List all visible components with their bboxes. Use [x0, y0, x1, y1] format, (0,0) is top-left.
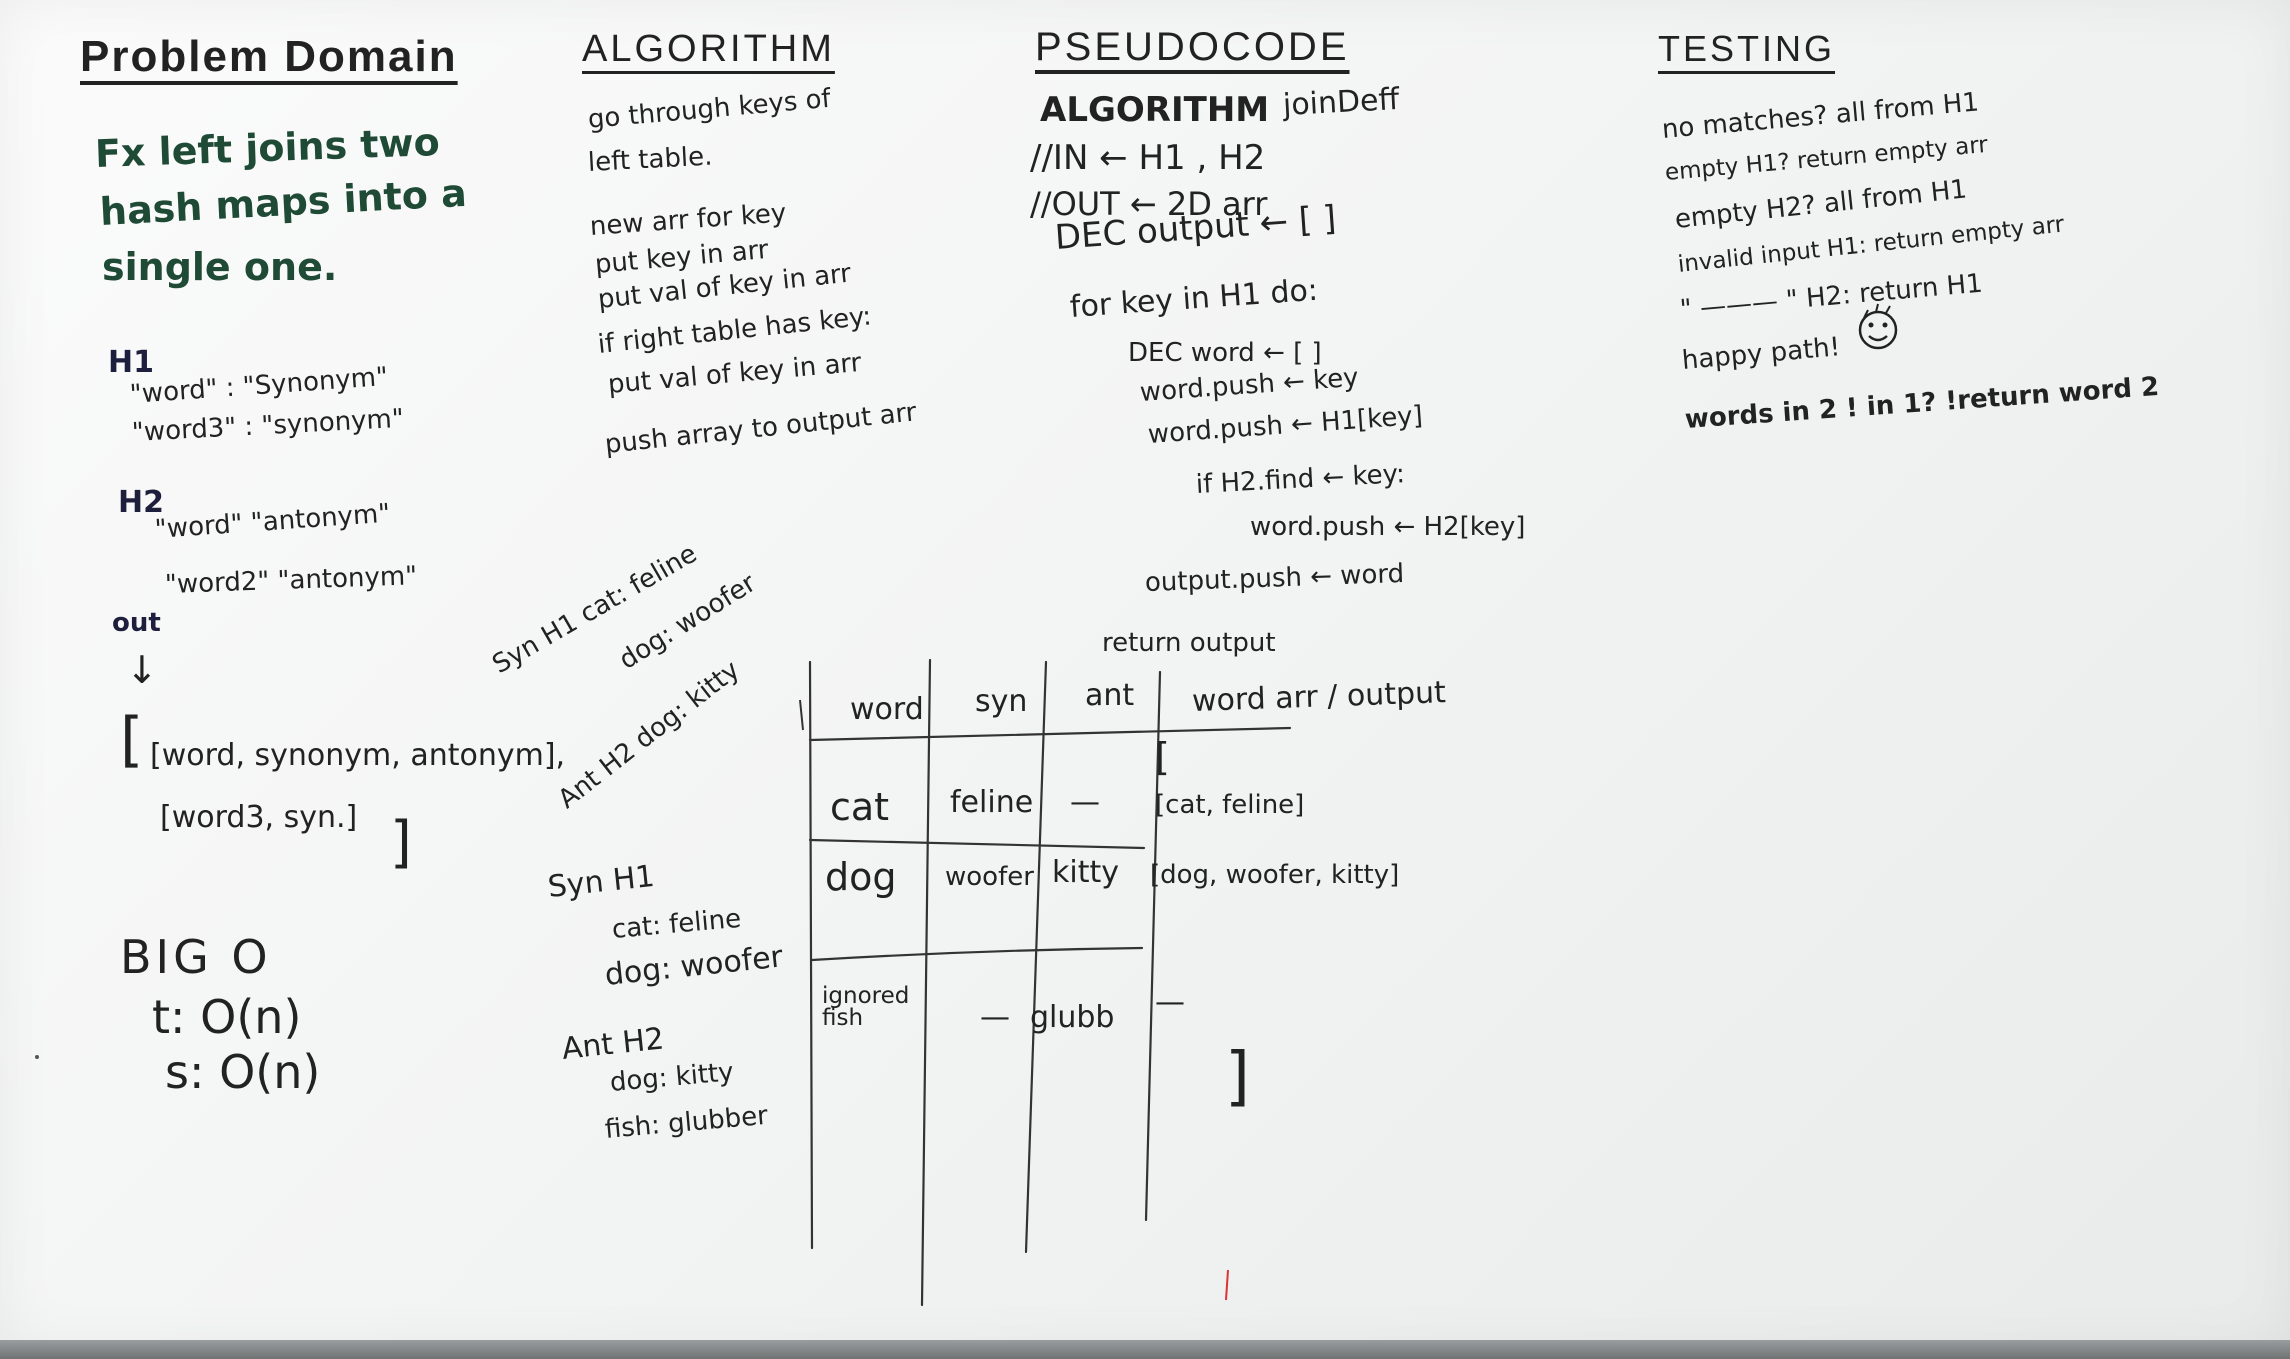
testing-header: TESTING [1658, 28, 1836, 69]
marker-tray [0, 1340, 2290, 1359]
pseudocode-line-out: //OUT ← 2D arr [1030, 185, 1268, 223]
h1-entry-1: "word" : "Synonym" [128, 362, 389, 410]
pseudocode-line-push-h1: word.push ← H1[key] [1146, 400, 1424, 450]
marker-dot [35, 1055, 39, 1059]
example-syn-h1-label: Syn H1 [546, 858, 657, 905]
example-ant-h2-fish: fish: glubber [603, 1100, 770, 1145]
table-open-bracket: [ [1155, 735, 1170, 779]
pseudocode-line-return: return output [1102, 628, 1276, 658]
algorithm-header: ALGORITHM [582, 28, 835, 70]
h2-entry-2: "word2" "antonym" [164, 561, 418, 600]
example-ant-h2-top: Ant H2 dog: kitty [552, 655, 746, 815]
table-header-word: word [850, 692, 924, 727]
algorithm-step-2: left table. [587, 141, 714, 178]
example-ant-h2-label: Ant H2 [560, 1021, 666, 1067]
h1-label: H1 [108, 345, 154, 380]
problem-description-line-2: hash maps into a [98, 170, 468, 234]
pseudocode-header: PSEUDOCODE [1035, 25, 1350, 69]
table-row-3-ant: glubb [1030, 1000, 1115, 1035]
table-header-syn: syn [975, 684, 1028, 719]
h2-entry-1: "word" "antonym" [153, 498, 392, 545]
pseudocode-line-if: if H2.find ← key: [1195, 459, 1406, 500]
testing-line-words: words in 2 ! in 1? !return word 2 [1683, 371, 2161, 435]
table-close-bracket: ] [1225, 1040, 1250, 1114]
big-o-time: t: O(n) [152, 990, 302, 1044]
h2-label: H2 [118, 485, 164, 520]
example-syn-h1-dog: dog: woofer [603, 939, 785, 993]
pseudocode-line-push-key: word.push ← key [1138, 362, 1360, 408]
out-open-bracket: [ [120, 705, 144, 775]
table-header-output: word arr / output [1191, 675, 1447, 719]
pseudocode-line-dec-word: DEC word ← [ ] [1128, 338, 1322, 368]
table-row-2-word: dog [825, 855, 897, 899]
example-syn-h1-cat: cat: feline [610, 903, 743, 945]
example-ant-h2-dog: dog: kitty [608, 1057, 735, 1098]
table-row-3-word: ignored fish [822, 983, 910, 1031]
table-row-3-output: — [1155, 985, 1185, 1020]
pseudocode-line-output-push: output.push ← word [1144, 558, 1405, 598]
table-row-1-word: cat [830, 785, 890, 829]
pseudocode-line-push-h2: word.push ← H2[key] [1250, 512, 1526, 542]
problem-description-line-1: Fx left joins two [94, 119, 441, 176]
testing-line-5: " ——— " H2: return H1 [1678, 268, 1984, 325]
example-syn-h1-top: Syn H1 cat: feline [487, 538, 703, 680]
big-o-title: BIG O [120, 930, 272, 984]
table-row-1-ant: — [1070, 785, 1100, 820]
problem-description-line-3: single one. [102, 245, 338, 289]
out-row-2: [word3, syn.] [160, 800, 358, 835]
table-row-1-syn: feline [950, 785, 1034, 820]
problem-domain-header: Problem Domain [80, 32, 458, 81]
testing-line-happy: happy path! [1680, 332, 1842, 376]
big-o-space: s: O(n) [165, 1045, 321, 1099]
pseudocode-line-in: //IN ← H1 , H2 [1030, 138, 1266, 178]
pseudocode-algorithm-keyword: ALGORITHM [1040, 90, 1270, 130]
algorithm-step-8: push array to output arr [603, 397, 918, 460]
out-label: out [112, 608, 161, 638]
table-row-2-output: [dog, woofer, kitty] [1150, 860, 1400, 890]
table-row-2-ant: kitty [1052, 855, 1119, 890]
pseudocode-line-for: for key in H1 do: [1068, 272, 1320, 325]
table-row-1-output: [cat, feline] [1155, 790, 1305, 820]
table-row-2-syn: woofer [945, 862, 1034, 892]
table-row-3-syn: — [980, 1000, 1010, 1035]
algorithm-step-1: go through keys of [586, 83, 832, 135]
pseudocode-algorithm-name: joinDeff [1282, 81, 1401, 123]
down-arrow-icon: ↓ [126, 648, 158, 692]
out-row-1: [word, synonym, antonym], [150, 738, 566, 773]
algorithm-step-7: put val of key in arr [606, 347, 863, 400]
out-close-bracket: ] [390, 810, 412, 875]
table-header-ant: ant [1085, 678, 1135, 713]
h1-entry-2: "word3" : "synonym" [131, 403, 405, 448]
